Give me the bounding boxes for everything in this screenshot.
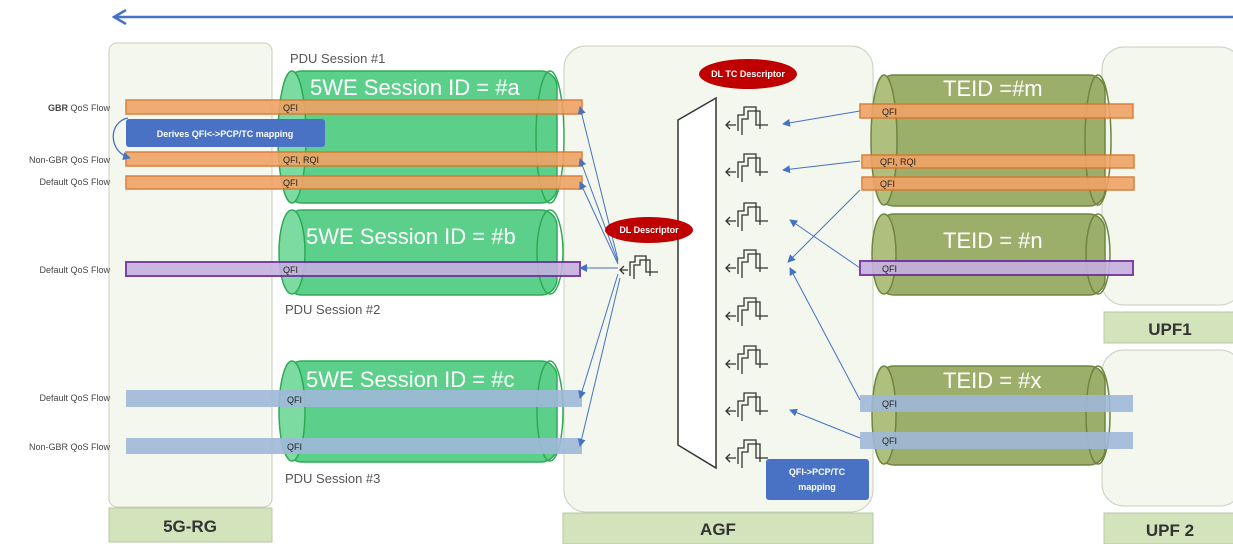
session-c-label: 5WE Session ID = #c (306, 367, 514, 392)
flow-bar-right-x1 (860, 395, 1133, 412)
flow-bar-nongbr3 (126, 438, 582, 454)
qfi-label-gbr: QFI (283, 103, 298, 113)
qfi-label-right-m2: QFI, RQI (880, 157, 916, 167)
queue-icon (725, 439, 768, 468)
dl-tc-descriptor-badge: DL TC Descriptor (699, 59, 797, 89)
flow-bar-right-m2 (861, 154, 1135, 169)
tunnel-to-queue-arrows (782, 110, 861, 439)
flow-bar-right-m3 (861, 176, 1135, 191)
flow-bar-right-x2 (860, 432, 1133, 449)
queue-icon-column (725, 106, 768, 468)
upf2-container (1101, 349, 1233, 507)
qfi-pcp-mapping-box: QFI->PCP/TC mapping (766, 459, 869, 500)
agf-label: AGF (700, 520, 736, 539)
flow-label-nongbr3: Non-GBR QoS Flow (29, 442, 111, 452)
session-b-label: 5WE Session ID = #b (306, 224, 516, 249)
flow-label-default1: Default QoS Flow (39, 177, 110, 187)
teid-cylinder-n (871, 213, 1111, 296)
pdu-session-2-label: PDU Session #2 (285, 302, 380, 317)
teid-x-label: TEID = #x (943, 368, 1041, 393)
queue-icon (725, 297, 768, 326)
flow-bar-default3 (126, 390, 582, 407)
qfi-label-right-x1: QFI (882, 399, 897, 409)
upf2-label: UPF 2 (1146, 521, 1194, 540)
rg-label-box: 5G-RG (108, 507, 273, 543)
queue-icon (725, 106, 768, 135)
qfi-label-default1: QFI (283, 178, 298, 188)
derives-mapping-text: Derives QFI<->PCP/TC mapping (157, 129, 294, 139)
queue-icon (725, 153, 768, 182)
qfi-label-nongbr1: QFI, RQI (283, 155, 319, 165)
flow-bar-gbr (125, 99, 583, 115)
derives-mapping-box: Derives QFI<->PCP/TC mapping (126, 119, 325, 147)
queue-icon (725, 345, 768, 374)
qfi-label-right-m1: QFI (882, 107, 897, 117)
session-cylinder-b (278, 209, 564, 296)
session-a-label: 5WE Session ID = #a (310, 75, 520, 100)
agf-mux-trapezoid (677, 96, 717, 470)
flow-label-nongbr1: Non-GBR QoS Flow (29, 155, 111, 165)
queue-icon (725, 249, 768, 278)
flow-bar-default1 (125, 175, 583, 190)
agf-label-box: AGF (562, 512, 874, 544)
qfi-pcp-mapping-line2: mapping (798, 482, 836, 492)
flow-bar-right-n (859, 260, 1134, 276)
dl-descriptor-badge: DL Descriptor (605, 217, 693, 243)
qfi-label-nongbr3: QFI (287, 442, 302, 452)
queue-icon (725, 202, 768, 231)
flow-bar-default2 (125, 261, 581, 277)
qfi-label-right-x2: QFI (882, 436, 897, 446)
flow-label-default2: Default QoS Flow (39, 265, 110, 275)
qfi-label-default2: QFI (283, 265, 298, 275)
qfi-pcp-mapping-line1: QFI->PCP/TC (789, 467, 846, 477)
session-cylinder-c (278, 360, 564, 463)
dl-tc-descriptor-text: DL TC Descriptor (711, 69, 785, 79)
pdu-session-1-label: PDU Session #1 (290, 51, 385, 66)
qfi-label-default3: QFI (287, 395, 302, 405)
rg-label: 5G-RG (163, 517, 217, 536)
derive-loop-arrow (112, 117, 131, 161)
upf1-label-box: UPF1 (1103, 311, 1233, 344)
dl-descriptor-text: DL Descriptor (619, 225, 679, 235)
flow-label-default3: Default QoS Flow (39, 393, 110, 403)
upf2-label-box: UPF 2 (1103, 512, 1233, 544)
qfi-label-right-n: QFI (882, 264, 897, 274)
dl-descriptor-queue-icon (619, 255, 658, 279)
flow-label-gbr: GBR QoS Flow (48, 103, 111, 113)
pdu-session-3-label: PDU Session #3 (285, 471, 380, 486)
upf1-label: UPF1 (1148, 320, 1191, 339)
qfi-label-right-m3: QFI (880, 179, 895, 189)
queue-icon (725, 392, 768, 421)
flow-bar-right-m1 (859, 103, 1134, 119)
teid-m-label: TEID =#m (943, 76, 1043, 101)
flow-bar-nongbr1 (125, 151, 583, 167)
agf-container (563, 45, 874, 513)
teid-n-label: TEID = #n (943, 228, 1043, 253)
